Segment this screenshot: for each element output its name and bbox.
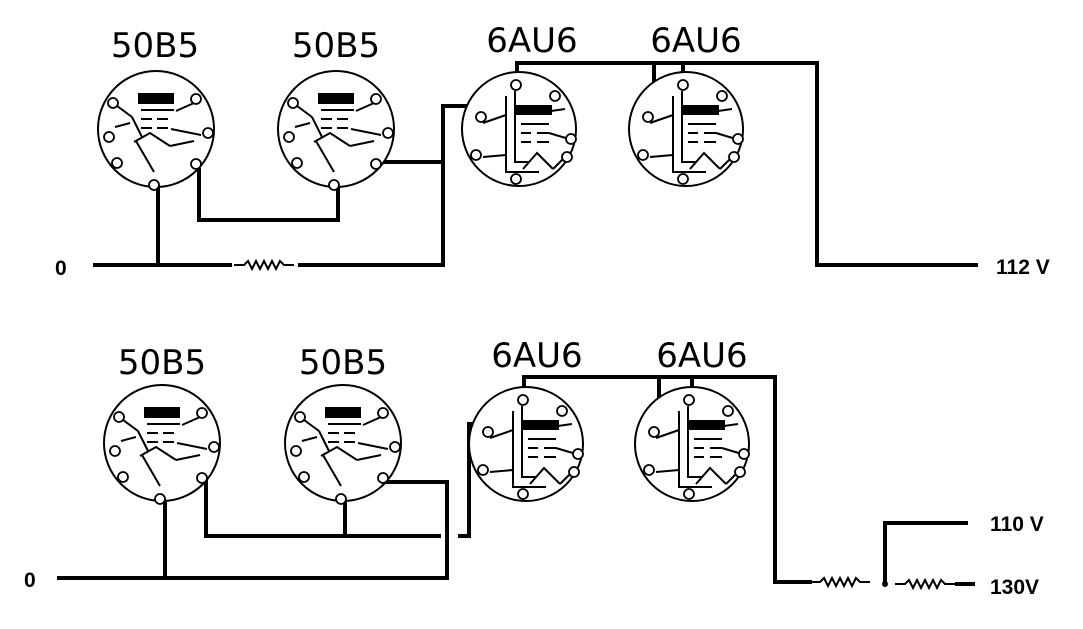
bottom-tube-3-label: 6AU6	[491, 336, 582, 376]
top-circuit: 50B5 50B5 6AU6 6AU6 0 112 V	[55, 21, 1050, 280]
bottom-resistor-1	[809, 577, 871, 587]
top-tube-4	[628, 71, 744, 187]
bottom-ground-label: 0	[24, 569, 36, 592]
top-tube-3	[461, 71, 577, 187]
top-tube-1-label: 50B5	[111, 26, 199, 66]
top-tube-1	[97, 70, 215, 191]
top-supply-label: 112 V	[996, 256, 1050, 279]
bottom-tap-label: 110 V	[990, 513, 1044, 536]
bottom-tap-junction	[882, 581, 888, 587]
bottom-tube-1	[103, 384, 221, 505]
top-tube-3-label: 6AU6	[486, 21, 577, 61]
top-return-rail	[298, 104, 486, 267]
bottom-circuit: 50B5 50B5 6AU6 6AU6 0 110 V 130V	[24, 336, 1044, 599]
top-supply-rail	[684, 61, 978, 267]
top-ground-label: 0	[55, 257, 67, 280]
bottom-tube-4	[634, 386, 750, 502]
bottom-tube-4-label: 6AU6	[656, 336, 747, 376]
top-tube-2-label: 50B5	[292, 26, 380, 66]
bottom-supply-rail	[692, 375, 812, 584]
bottom-tube-3	[468, 386, 584, 502]
bottom-tube-2	[284, 384, 402, 505]
top-tube-2	[277, 70, 395, 191]
bottom-supply-label: 130V	[990, 576, 1039, 599]
bottom-tube-2-label: 50B5	[299, 343, 387, 383]
bottom-resistor-2	[894, 579, 956, 589]
top-dropping-resistor	[233, 260, 295, 270]
top-tube-4-label: 6AU6	[650, 21, 741, 61]
bottom-ground-rail	[57, 480, 449, 580]
bottom-tube-1-label: 50B5	[118, 343, 206, 383]
top-link-tube1-tube2	[197, 168, 340, 222]
bottom-tap-110	[883, 521, 968, 584]
bottom-link-tube1-tube2	[204, 480, 441, 538]
